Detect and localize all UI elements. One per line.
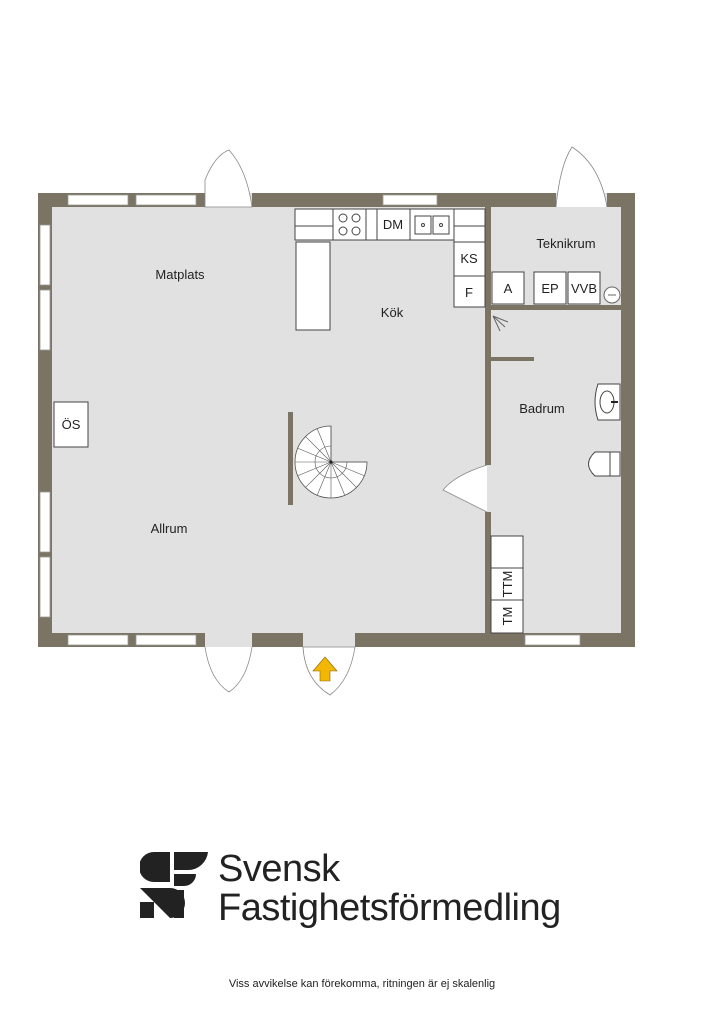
stair-tread — [305, 461, 332, 488]
brand-name-line1: Svensk — [218, 848, 340, 890]
stair-tread — [305, 436, 332, 463]
bathroom-fixtures: TTM TM — [490, 383, 621, 634]
kitchen-fixtures: DM KS F — [294, 208, 486, 331]
stair-tread — [316, 461, 332, 496]
a-label: A — [504, 281, 513, 296]
room-label-badrum: Badrum — [519, 401, 565, 416]
os-label: ÖS — [62, 417, 81, 432]
washbasin-icon — [594, 383, 621, 421]
room-label-kok: Kök — [381, 305, 404, 320]
room-label-allrum: Allrum — [151, 521, 188, 536]
ks-label: KS — [460, 251, 478, 266]
stair-tread — [330, 461, 357, 488]
shower-icon — [492, 315, 509, 332]
vvb-label: VVB — [571, 281, 597, 296]
room-label-matplats: Matplats — [155, 267, 205, 282]
interior-walls — [288, 207, 621, 633]
ep-label: EP — [541, 281, 558, 296]
brand-logo-icon — [140, 852, 208, 918]
toilet-icon — [588, 451, 621, 477]
stair-tread — [330, 461, 346, 496]
stair-tread — [330, 461, 365, 477]
brand-name-line2: Fastighetsförmedling — [218, 887, 561, 929]
stair-tread — [316, 428, 332, 463]
dishwasher — [376, 208, 411, 241]
freezer — [453, 241, 486, 277]
fridge — [453, 275, 486, 308]
ttm-label: TTM — [500, 571, 515, 598]
stair-tread — [297, 447, 332, 463]
entrance-arrow-icon — [312, 656, 338, 682]
fireplace — [53, 401, 89, 448]
stove — [332, 208, 367, 241]
sink — [414, 215, 432, 235]
dishwasher-label: DM — [383, 217, 403, 232]
windows — [39, 194, 581, 646]
doors — [204, 146, 608, 696]
disclaimer: Viss avvikelse kan förekomma, ritningen … — [228, 978, 496, 990]
teknikrum-fixtures: A EP VVB — [491, 271, 621, 332]
room-label-teknikrum: Teknikrum — [536, 236, 595, 251]
f-label: F — [465, 285, 473, 300]
spiral-stairs-icon — [294, 425, 368, 499]
tm-label: TM — [500, 607, 515, 626]
floor — [38, 193, 635, 647]
kitchen-island — [295, 241, 331, 331]
stair-tread — [297, 461, 332, 477]
